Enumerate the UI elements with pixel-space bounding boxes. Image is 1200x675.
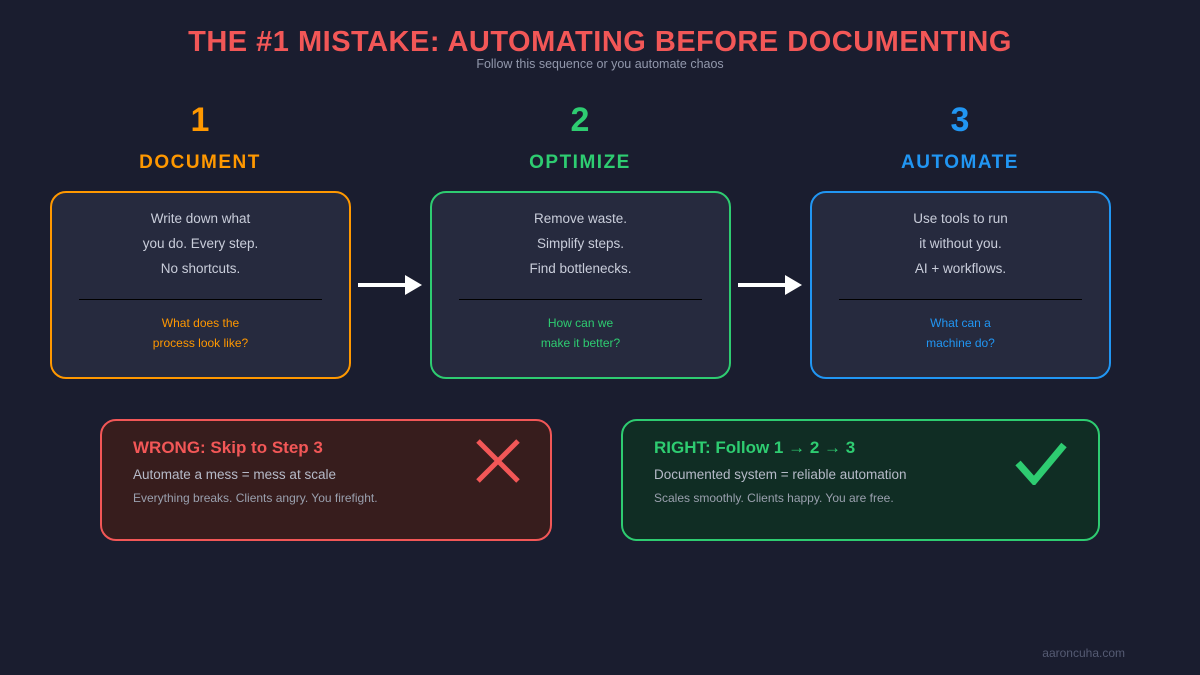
- card-line: Find bottlenecks.: [529, 261, 632, 276]
- step-3-question: What can a machine do?: [812, 313, 1109, 353]
- step-1-header: 1 DOCUMENT: [50, 100, 350, 174]
- right-line-1: Documented system = reliable automation: [654, 467, 907, 482]
- card-line: it without you.: [919, 236, 1002, 251]
- watermark: aaroncuha.com: [1042, 646, 1125, 660]
- arrow-right-icon: [738, 275, 802, 295]
- page-subtitle: Follow this sequence or you automate cha…: [476, 57, 724, 71]
- arrow-right-icon: [358, 275, 422, 295]
- step-1-card-body: Write down what you do. Every step. No s…: [52, 206, 349, 281]
- step-2-card: Remove waste. Simplify steps. Find bottl…: [430, 191, 731, 379]
- page-title: THE #1 MISTAKE: AUTOMATING BEFORE DOCUME…: [188, 26, 1012, 58]
- step-2-number: 2: [570, 101, 590, 139]
- wrong-line-1: Automate a mess = mess at scale: [133, 467, 336, 482]
- step-2-question: How can we make it better?: [432, 313, 729, 353]
- step-3-header: 3 AUTOMATE: [810, 100, 1110, 174]
- wrong-title: WRONG: Skip to Step 3: [133, 438, 323, 457]
- question-line: make it better?: [540, 336, 621, 350]
- card-line: Use tools to run: [913, 211, 1008, 226]
- card-line: Write down what: [150, 211, 251, 226]
- question-line: process look like?: [152, 336, 249, 350]
- step-1-number: 1: [190, 101, 210, 139]
- step-2-card-body: Remove waste. Simplify steps. Find bottl…: [432, 206, 729, 281]
- question-line: How can we: [547, 316, 614, 330]
- wrong-line-2: Everything breaks. Clients angry. You fi…: [133, 491, 378, 505]
- card-line: you do. Every step.: [142, 236, 259, 251]
- step-1-card: Write down what you do. Every step. No s…: [50, 191, 351, 379]
- card-divider: [79, 299, 322, 300]
- step-3-card: Use tools to run it without you. AI + wo…: [810, 191, 1111, 379]
- card-line: Remove waste.: [533, 211, 628, 226]
- wrong-box: WRONG: Skip to Step 3 Automate a mess = …: [100, 419, 552, 541]
- step-3-card-body: Use tools to run it without you. AI + wo…: [812, 206, 1109, 281]
- question-line: What can a: [930, 316, 991, 330]
- check-mark-icon: [1015, 442, 1067, 485]
- x-mark-icon: [476, 439, 520, 483]
- step-1-label: DOCUMENT: [139, 152, 261, 173]
- card-line: AI + workflows.: [914, 261, 1007, 276]
- right-title: RIGHT: Follow 1 → 2 → 3: [654, 438, 856, 457]
- right-box: RIGHT: Follow 1 → 2 → 3 Documented syste…: [621, 419, 1100, 541]
- step-3-number: 3: [950, 101, 970, 139]
- card-line: No shortcuts.: [160, 261, 241, 276]
- step-3-label: AUTOMATE: [901, 152, 1019, 173]
- card-divider: [839, 299, 1082, 300]
- card-line: Simplify steps.: [536, 236, 625, 251]
- card-divider: [459, 299, 702, 300]
- question-line: What does the: [161, 316, 240, 330]
- question-line: machine do?: [926, 336, 995, 350]
- step-2-header: 2 OPTIMIZE: [430, 100, 730, 174]
- step-2-label: OPTIMIZE: [529, 152, 631, 173]
- step-1-question: What does the process look like?: [52, 313, 349, 353]
- right-line-2: Scales smoothly. Clients happy. You are …: [654, 491, 894, 505]
